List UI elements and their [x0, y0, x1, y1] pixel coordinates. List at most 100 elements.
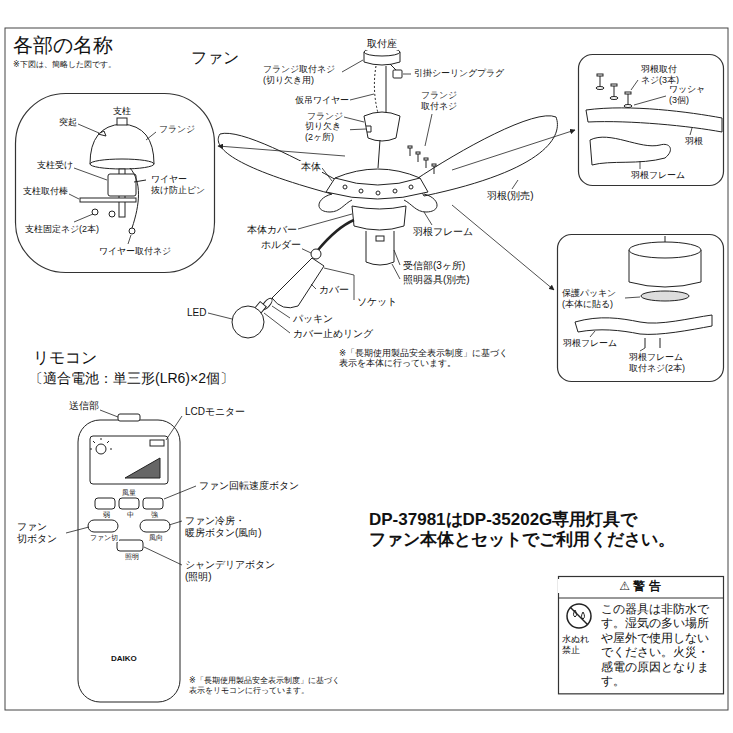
leader-line: [640, 348, 645, 351]
leader-line: [74, 214, 93, 222]
fan-illustration-part: [404, 194, 437, 212]
part-label: 保護パッキン (本体に貼る): [561, 288, 625, 310]
part-label: パッキン: [292, 313, 334, 325]
remote-illustration-part: [119, 498, 139, 509]
fan-illustration-part: [272, 258, 324, 308]
pole-detail-illustration-part: [90, 124, 154, 164]
fan-illustration-part: [318, 220, 354, 250]
leader-line: [264, 313, 290, 333]
button-label: 弱: [102, 511, 111, 519]
page-title: 各部の名称: [12, 33, 114, 57]
button-label: ファン切: [89, 534, 119, 542]
remote-illustration-part: [117, 540, 143, 551]
fan-illustration-part: [416, 152, 420, 154]
panel-border: [16, 94, 215, 273]
leader-line: [272, 306, 290, 318]
blade-detail-illustration-part: [600, 76, 628, 104]
part-label: 羽根: [684, 136, 704, 147]
leader-line: [590, 331, 595, 337]
fan-illustration-part: [319, 194, 352, 212]
part-label: カバー止めリング: [292, 328, 374, 340]
detail-panel: 保護パッキン (本体に貼る)羽根フレーム羽根フレーム 取付ネジ(2本): [557, 234, 724, 382]
leader-line: [512, 180, 518, 189]
leader-line: [66, 527, 89, 533]
button-label: 中: [126, 511, 135, 519]
frame-detail-illustration-part: [641, 291, 689, 301]
fan-illustration-part: [343, 185, 347, 189]
leader-line: [322, 168, 332, 181]
fan-illustration-part: [386, 66, 387, 113]
part-label: 本体カバー: [246, 224, 298, 236]
part-label: 引掛シーリングプラグ: [413, 68, 505, 79]
leader-line: [128, 235, 131, 244]
part-label: 支柱取付棒: [22, 186, 69, 197]
notice-text: DP-37981はDP-35202G専用灯具で ファン本体とセットでご利用くださ…: [368, 510, 700, 551]
part-label: フランジ: [158, 124, 196, 135]
part-label: シャンデリアボタン (照明): [184, 559, 284, 583]
part-label: 送信部: [68, 400, 100, 412]
remote-illustration-part: [118, 414, 140, 421]
part-label: 本体: [300, 161, 322, 173]
fan-illustration: [218, 48, 557, 338]
remote-illustration-part: [150, 440, 164, 446]
pole-detail-illustration: [80, 118, 154, 234]
remote-illustration-part: [143, 498, 163, 509]
note-text: ※「長期使用製品安全表示制度」に基づく 表示を本体に行っています。: [338, 348, 518, 368]
pole-detail-illustration-part: [90, 159, 154, 169]
pole-detail-illustration-part: [108, 174, 136, 196]
leader-line: [631, 80, 638, 90]
pole-detail-illustration-part: [109, 211, 115, 217]
fan-illustration-part: [376, 236, 384, 241]
part-label: ワッシャ (3個): [668, 84, 710, 106]
fan-illustration-part: [415, 116, 557, 196]
leader-line: [690, 128, 692, 135]
heading-rule: [558, 598, 724, 599]
no-water-icon: [567, 604, 591, 628]
fan-illustration-part: [378, 140, 380, 168]
fan-illustration-part: [359, 189, 363, 193]
part-label: カバー: [318, 284, 350, 296]
battery-note: 〔適合電池：単三形(LR6)×2個〕: [28, 370, 235, 387]
fan-illustration-part: [409, 185, 413, 189]
panel-border: [558, 235, 724, 382]
blade-detail-illustration-part: [624, 105, 632, 108]
remote-illustration-part: [125, 458, 160, 478]
remote-illustration-part: [96, 444, 106, 454]
detail-panel: 突起支柱フランジ支柱受けワイヤー 抜け防止ピン支柱取付棒支柱固定ネジ(2本)ワイ…: [15, 93, 215, 273]
fan-illustration-part: [232, 306, 264, 338]
part-label: ソケット: [356, 296, 398, 308]
warning-heading: ⚠ 警 告: [558, 579, 722, 593]
leader-line: [394, 250, 400, 265]
fan-illustration-part: [335, 178, 420, 185]
remote-illustration: [78, 414, 180, 702]
part-label: 仮吊ワイヤー: [294, 95, 350, 106]
frame-detail-illustration-part: [629, 242, 701, 258]
part-label: 羽根フレーム 取付ネジ(2本): [628, 352, 694, 374]
leader-line: [425, 114, 432, 146]
blade-detail-illustration-part: [625, 92, 631, 94]
button-label: 照明: [124, 553, 140, 561]
section-heading: リモコン: [32, 348, 98, 367]
blade-detail-illustration: [586, 74, 722, 165]
outer-frame: [5, 28, 728, 710]
blade-detail-illustration-part: [597, 74, 603, 76]
part-label: 受信部(3ヶ所): [402, 260, 466, 272]
fan-illustration-part: [366, 231, 394, 265]
warning-box: ⚠ 警 告水ぬれ 禁止この器具は非防水です。湿気の多い場所や屋外で使用しないでく…: [558, 576, 724, 694]
fan-illustration-part: [376, 191, 380, 195]
note-text: ※「長期使用製品安全表示制度」に基づく 表示をリモコンに行っています。: [188, 676, 358, 695]
panel-border: [579, 55, 724, 186]
pole-detail-illustration-part: [80, 198, 136, 202]
part-label: 水ぬれ 禁止: [561, 634, 597, 656]
leader-line: [164, 486, 196, 499]
part-label: 切り欠き (2ヶ所): [304, 121, 350, 143]
leader-line: [69, 194, 79, 199]
leader-line: [169, 521, 182, 525]
frame-detail-illustration-part: [645, 338, 660, 348]
part-label: LCDモニター: [184, 406, 246, 418]
blade-detail-illustration-part: [586, 108, 722, 132]
note-text: ※下図は、簡略した図です。: [12, 60, 117, 70]
pole-detail-illustration-part: [117, 118, 127, 125]
part-label: 支柱固定ネジ(2本): [24, 224, 100, 235]
fan-illustration-part: [432, 164, 436, 166]
